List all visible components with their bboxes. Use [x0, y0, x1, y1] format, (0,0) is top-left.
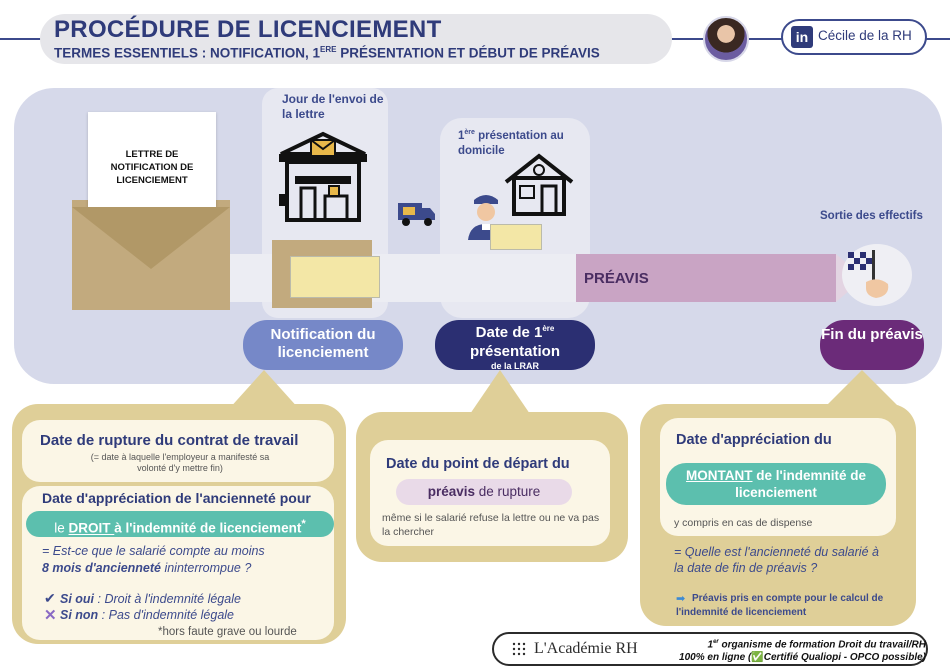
- handed-letter-icon: [490, 224, 542, 250]
- letter: [88, 112, 216, 207]
- author-name: Cécile de la RH: [818, 28, 912, 43]
- cross-icon: ✕: [44, 607, 57, 624]
- avatar: [703, 16, 749, 62]
- no-line: Si non : Pas d'indemnité légale: [60, 608, 235, 622]
- question-line-2: 8 mois d'ancienneté ininterrompue ?: [42, 561, 252, 575]
- presentation-milestone: Date de 1ère présentation de la LRAR: [435, 320, 595, 371]
- academie-logo-icon: [512, 642, 526, 656]
- finish-flag-icon: [848, 250, 889, 298]
- montant-note: y compris en cas de dispense: [674, 517, 813, 529]
- house-icon: [504, 153, 574, 216]
- rupture-title: Date de rupture du contrat de travail: [40, 432, 299, 449]
- rupture-note: (= date à laquelle l'employeur a manifes…: [90, 452, 270, 473]
- depart-note: même si le salarié refuse la lettre ou n…: [382, 512, 600, 538]
- footer-badge: [492, 632, 928, 666]
- anciennete-title: Date d'appréciation de l'ancienneté pour: [42, 490, 311, 506]
- connector-middle: [470, 370, 530, 414]
- montant-pill: MONTANT de l'indemnité de licenciement: [666, 463, 886, 505]
- connector-left: [228, 370, 300, 410]
- preavis-pill: préavis de rupture: [396, 479, 572, 505]
- page-title: PROCÉDURE DE LICENCIEMENT: [54, 16, 442, 43]
- connector-right: [826, 370, 898, 406]
- title-banner: [40, 14, 672, 64]
- footnote: *hors faute grave ou lourde: [158, 626, 297, 638]
- letter-title: LETTRE DE NOTIFICATION DE LICENCIEMENT: [110, 149, 194, 186]
- envoi-label: Jour de l'envoi de la lettre: [282, 92, 384, 121]
- montant-bottom: Préavis pris en compte pour le calcul de…: [676, 593, 884, 618]
- droit-pill: le DROIT à l'indemnité de licenciement*: [26, 511, 334, 537]
- post-office-icon: [279, 131, 367, 222]
- envelope-flap: [72, 207, 230, 269]
- fin-preavis-milestone: Fin du préavis: [820, 320, 924, 370]
- delivery-truck-icon: [398, 203, 435, 226]
- arrow-icon: ➡: [676, 593, 686, 605]
- depart-title: Date du point de départ du: [386, 456, 570, 472]
- academie-brand: L'Académie RH: [534, 640, 638, 657]
- preavis-label: PRÉAVIS: [584, 270, 649, 287]
- form-document-icon: [290, 256, 380, 298]
- yes-line: Si oui : Droit à l'indemnité légale: [60, 592, 241, 606]
- linkedin-icon: in: [791, 26, 813, 48]
- sortie-label: Sortie des effectifs: [820, 210, 923, 222]
- preavis-bar: [576, 254, 836, 302]
- footer-tagline: 1er organisme de formation Droit du trav…: [679, 639, 926, 664]
- check-icon: ✔: [44, 590, 56, 606]
- notification-milestone: Notification du licenciement: [243, 320, 403, 370]
- question-line: = Est-ce que le salarié compte au moins: [42, 544, 265, 558]
- montant-question: = Quelle est l'ancienneté du salarié à l…: [674, 545, 879, 575]
- presentation-label: 1ère présentation au domicile: [458, 129, 564, 157]
- montant-title: Date d'appréciation du: [676, 432, 832, 448]
- rupture-inner: [22, 420, 334, 482]
- page-subtitle: TERMES ESSENTIELS : NOTIFICATION, 1ERE P…: [54, 45, 600, 61]
